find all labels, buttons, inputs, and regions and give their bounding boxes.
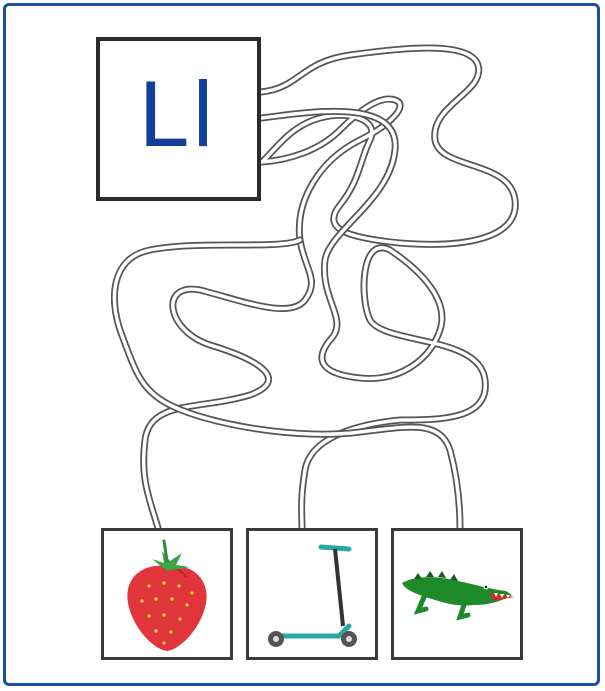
picture-card-crocodile[interactable] [391, 528, 523, 660]
scooter-icon [268, 544, 357, 647]
letter-label: Ll [137, 63, 220, 167]
worksheet-frame [3, 3, 600, 686]
maze-path-crocodile [111, 236, 464, 532]
crocodile-icon [402, 571, 514, 621]
picture-card-strawberry[interactable] [101, 528, 233, 660]
strawberry-icon [127, 539, 207, 651]
letter-card: Ll [96, 37, 261, 201]
picture-card-scooter[interactable] [246, 528, 378, 660]
